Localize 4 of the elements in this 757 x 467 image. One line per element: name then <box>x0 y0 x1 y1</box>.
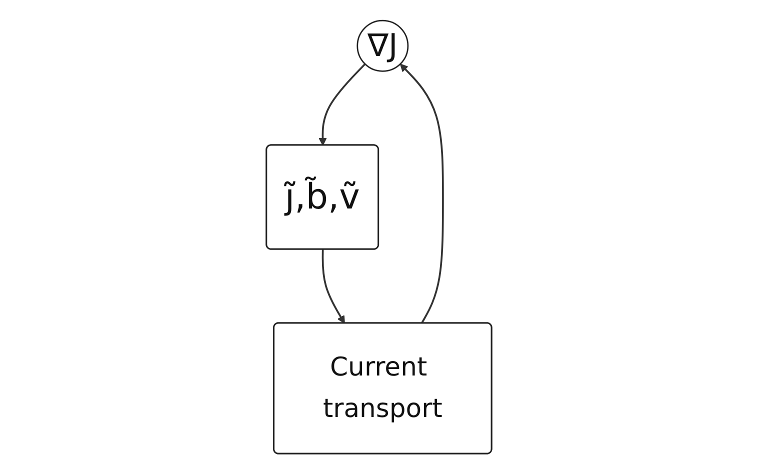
arrow <box>399 64 444 324</box>
arrow <box>321 250 344 324</box>
arrow <box>318 63 366 146</box>
node-circle: ∇J <box>356 20 408 72</box>
